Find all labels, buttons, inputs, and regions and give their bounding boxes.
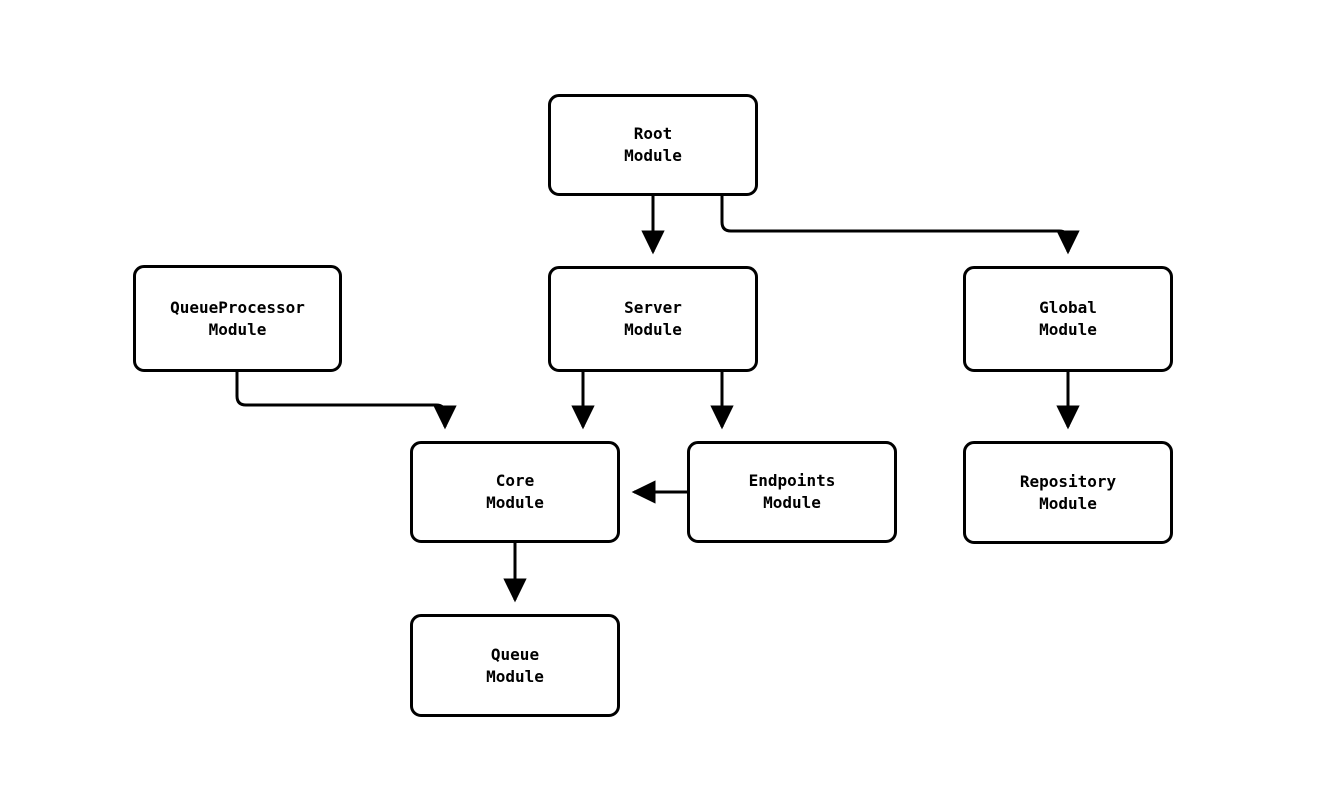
node-core-module-line2: Module xyxy=(486,493,544,512)
node-core-module-line1: Core xyxy=(495,471,535,490)
node-queueprocessor-module-line2: Module xyxy=(208,319,267,339)
node-core-module[interactable]: Core Module xyxy=(410,441,620,543)
edge-root-to-global xyxy=(720,196,1080,255)
node-endpoints-module[interactable]: Endpoints Module xyxy=(687,441,897,543)
node-repository-module-line1: Repository xyxy=(1019,471,1117,491)
node-server-module[interactable]: Server Module xyxy=(548,266,758,372)
node-queue-module-line2: Module xyxy=(486,666,544,686)
node-root-module[interactable]: Root Module xyxy=(548,94,758,196)
node-global-module-line2: Module xyxy=(1039,320,1097,339)
node-queueprocessor-module[interactable]: QueueProcessor Module xyxy=(133,265,342,372)
node-repository-module[interactable]: Repository Module xyxy=(963,441,1173,544)
node-global-module-line1: Global xyxy=(1039,298,1097,317)
edge-queueprocessor-to-core xyxy=(235,372,457,430)
node-server-module-line2: Module xyxy=(624,320,682,339)
node-repository-module-line2: Module xyxy=(1039,493,1097,513)
node-root-module-line1: Root xyxy=(633,124,673,143)
node-endpoints-module-line2: Module xyxy=(763,493,821,512)
node-global-module[interactable]: Global Module xyxy=(963,266,1173,372)
node-server-module-line1: Server xyxy=(624,298,682,317)
node-endpoints-module-line1: Endpoints xyxy=(748,471,836,490)
node-queue-module[interactable]: Queue Module xyxy=(410,614,620,717)
node-queueprocessor-module-line1: QueueProcessor xyxy=(170,297,305,317)
node-queue-module-line1: Queue xyxy=(490,644,540,664)
node-root-module-line2: Module xyxy=(624,146,682,165)
